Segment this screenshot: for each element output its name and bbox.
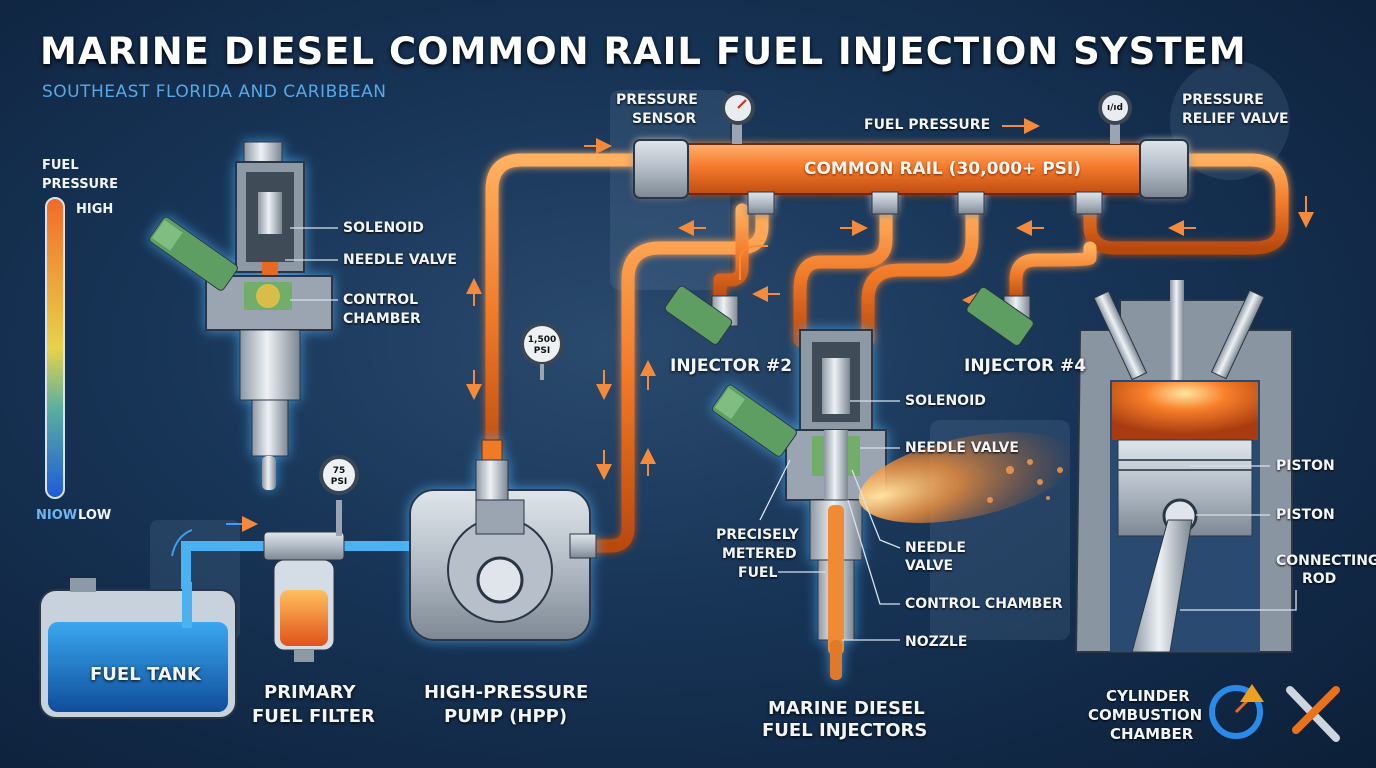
ci-needle-valve-label: NEEDLE VALVE [905,440,1019,456]
legend-low-label: LOW [78,508,112,523]
cylinder-illustration [1074,280,1293,653]
relief-valve-label-1: PRESSURE [1182,92,1264,108]
filter-illustration [263,500,345,662]
injector-2-illustration [664,285,739,345]
cylinder-caption-2: COMBUSTION [1088,706,1203,724]
pump-gauge [520,322,564,380]
ci-needle-valve-label-a: NEEDLE [905,540,966,556]
injector-4-label: INJECTOR #4 [964,356,1087,376]
legend-high-label: HIGH [76,202,114,217]
filter-gauge-unit: PSI [330,477,348,487]
metered-fuel-label-3: FUEL [738,565,778,581]
legend-title-line1: FUEL [42,158,79,173]
common-rail-label: COMMON RAIL (30,000+ PSI) [804,159,1082,179]
legend-low-prefix: NIOW [36,508,78,523]
injector-4-illustration [966,286,1034,346]
pump-gauge-value: 1,500 [527,335,557,345]
filter-gauge [319,455,359,495]
subtitle: SOUTHEAST FLORIDA AND CARIBBEAN [42,82,387,102]
tl-control-chamber-label-2: CHAMBER [343,311,421,327]
filter-label-2: FUEL FILTER [252,706,375,727]
legend-title-line2: PRESSURE [42,177,119,192]
piston-label-2: PISTON [1276,507,1335,523]
metered-fuel-label-1: PRECISELY [716,527,799,543]
cylinder-caption-3: CHAMBER [1110,725,1194,743]
ci-needle-valve-label-b: VALVE [905,558,954,574]
cylinder-caption-1: CYLINDER [1106,687,1190,705]
ci-caption-2: FUEL INJECTORS [762,720,928,741]
pressure-legend-bar [45,197,65,499]
connecting-rod-label-2: ROD [1302,571,1337,587]
wrench-screwdriver-icon [1286,686,1340,742]
gauge-warning-icon [1209,684,1264,739]
center-injector-illustration [711,329,887,680]
connecting-rod-label-1: CONNECTING [1276,553,1376,569]
fuel-spray [858,432,1075,523]
fuel-tank-label: FUEL TANK [90,664,201,685]
ci-solenoid-label: SOLENOID [905,393,986,409]
relief-valve-label-2: RELIEF VALVE [1182,111,1289,127]
piston-label-1: PISTON [1276,458,1335,474]
page-title: MARINE DIESEL COMMON RAIL FUEL INJECTION… [40,30,1247,73]
filter-gauge-value: 75 [332,466,346,476]
metered-fuel-label-2: METERED [722,546,797,562]
rail-gauges [721,91,1132,144]
ci-caption-1: MARINE DIESEL [768,698,925,719]
pump-gauge-unit: PSI [533,346,551,356]
pressure-sensor-label-2: SENSOR [632,111,697,127]
relief-gauge-text: ı/ıd [1107,103,1123,113]
high-pressure-lines [485,153,1289,553]
pump-label-1: HIGH-PRESSURE [424,682,589,703]
pump-illustration [409,439,597,641]
common-rail-illustration [633,139,1189,215]
fuel-tank-illustration [39,578,237,719]
tl-needle-valve-label: NEEDLE VALVE [343,252,457,268]
tl-control-chamber-label-1: CONTROL [343,292,419,308]
ci-nozzle-label: NOZZLE [905,634,968,650]
injector-2-label: INJECTOR #2 [670,356,793,376]
top-left-injector-illustration [149,141,333,490]
pressure-sensor-label-1: PRESSURE [616,92,698,108]
tl-solenoid-label: SOLENOID [343,220,424,236]
fuel-pressure-label: FUEL PRESSURE [864,117,991,133]
filter-label-1: PRIMARY [264,682,356,703]
pump-label-2: PUMP (HPP) [444,706,568,727]
ci-control-chamber-label: CONTROL CHAMBER [905,596,1063,612]
